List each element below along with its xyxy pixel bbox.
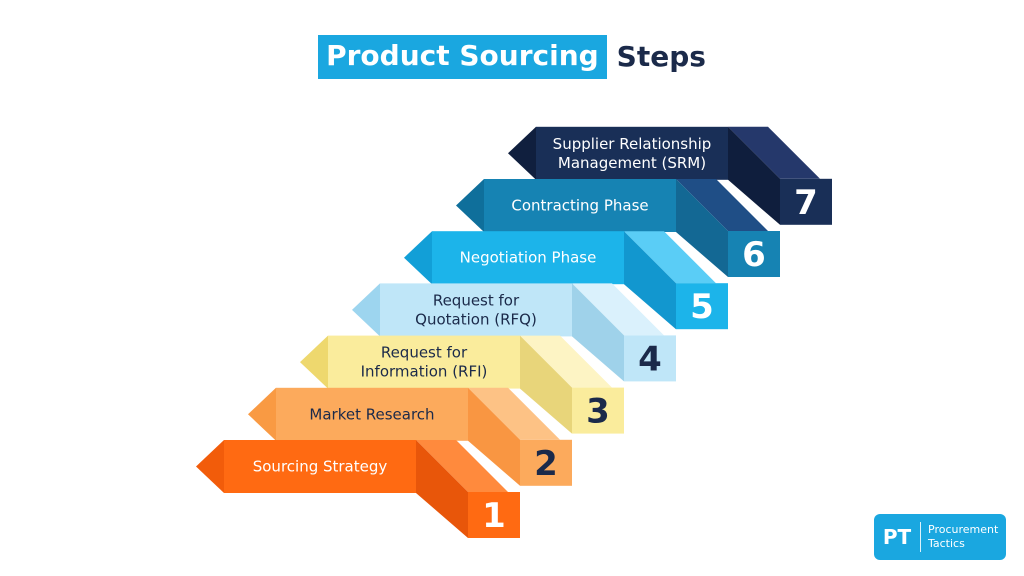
step-5: Negotiation Phase 5: [404, 231, 728, 330]
step-side-face: [520, 335, 572, 434]
step-label-text: Request for: [433, 291, 520, 309]
step-side-face: [468, 387, 520, 486]
step-top-face: [468, 387, 560, 440]
step-arrow-tip: [248, 387, 276, 441]
step-number-plate: [468, 492, 520, 538]
logo-line-2: Tactics: [928, 537, 965, 550]
logo-wordmark: Procurement Tactics: [921, 523, 998, 551]
title-rest: Steps: [616, 40, 706, 73]
step-label-bar: [328, 335, 520, 389]
step-arrow-tip: [456, 179, 484, 232]
step-number-plate: [676, 283, 728, 330]
step-label-text: Sourcing Strategy: [253, 458, 388, 476]
logo-line-1: Procurement: [928, 523, 999, 536]
step-arrow-tip: [352, 283, 380, 337]
step-top-face: [520, 335, 612, 388]
step-number-plate: [624, 335, 676, 382]
step-label-text: Management (SRM): [558, 154, 706, 172]
step-label-bar: [536, 126, 728, 180]
step-number: 5: [690, 287, 714, 327]
step-number: 7: [794, 183, 818, 223]
procurement-tactics-logo: PT Procurement Tactics: [874, 514, 1006, 560]
step-label-text: Supplier Relationship: [553, 135, 712, 153]
step-label-text: Quotation (RFQ): [415, 310, 537, 328]
step-label-bar: [432, 231, 624, 285]
step-label-text: Contracting Phase: [511, 197, 648, 215]
step-arrow-tip: [300, 335, 328, 389]
step-number-plate: [520, 439, 572, 486]
step-label-bar: [380, 283, 572, 337]
step-label-text: Request for: [381, 344, 468, 362]
step-6: Contracting Phase 6: [456, 179, 780, 277]
step-side-face: [676, 179, 728, 277]
step-side-face: [416, 440, 468, 538]
step-top-face: [624, 231, 716, 284]
step-number-plate: [728, 231, 780, 277]
step-side-face: [624, 231, 676, 330]
title-highlight: Product Sourcing: [318, 35, 607, 79]
step-number: 2: [534, 444, 558, 484]
step-2: Market Research 2: [248, 387, 572, 486]
step-number-plate: [780, 178, 832, 225]
step-arrow-tip: [508, 126, 536, 180]
step-label-bar: [484, 179, 676, 232]
logo-mark: PT: [874, 522, 921, 552]
step-top-face: [728, 126, 820, 179]
step-1: Sourcing Strategy 1: [196, 440, 520, 538]
step-label-text: Information (RFI): [361, 363, 488, 381]
step-number-plate: [572, 387, 624, 434]
step-top-face: [676, 179, 768, 231]
step-label-bar: [224, 440, 416, 493]
step-number: 1: [482, 496, 506, 536]
step-label-bar: [276, 387, 468, 441]
step-number: 4: [638, 339, 662, 379]
step-label-text: Negotiation Phase: [460, 249, 597, 267]
step-top-face: [572, 283, 664, 336]
step-arrow-tip: [404, 231, 432, 285]
step-side-face: [728, 126, 780, 225]
step-number: 3: [586, 392, 610, 432]
step-side-face: [572, 283, 624, 382]
step-top-face: [416, 440, 508, 492]
step-arrow-tip: [196, 440, 224, 493]
step-label-text: Market Research: [309, 405, 434, 423]
step-number: 6: [742, 235, 766, 275]
page-title: Product Sourcing Steps: [0, 33, 1024, 81]
